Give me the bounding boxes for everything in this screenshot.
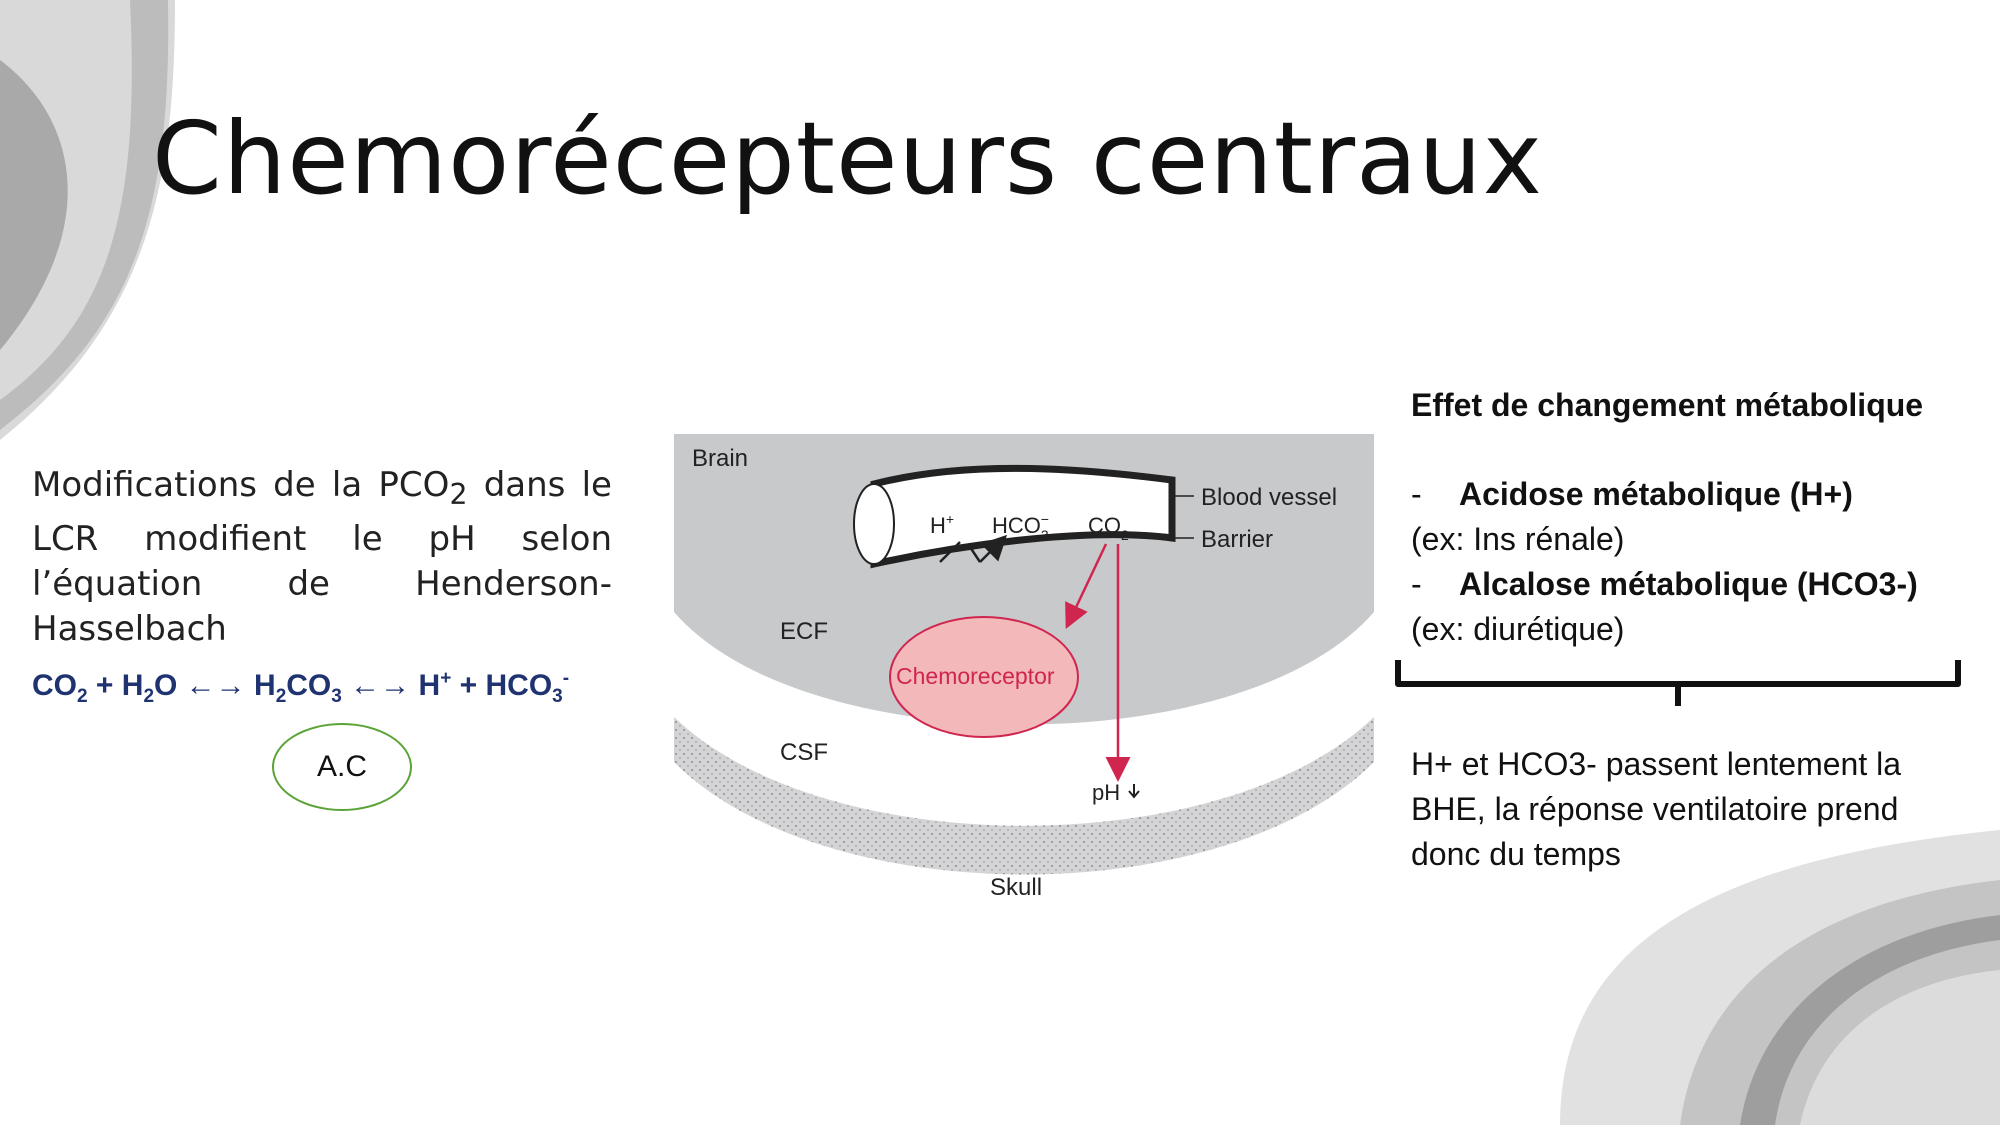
eq-sub: 2	[143, 686, 155, 707]
brain-region	[674, 434, 1374, 725]
explanation-text-rest: dans le LCR modifient le pH selon l’équa…	[32, 465, 612, 649]
skull-texture	[674, 717, 1374, 875]
enzyme-label: A.C	[316, 750, 367, 783]
hco3-sup: −	[1041, 511, 1049, 527]
alkalosis-text: Alcalose métabolique (HCO3-)	[1459, 566, 1918, 602]
eq-plus-hco: + HCO	[451, 669, 553, 702]
carbonic-anhydrase-ellipse: A.C	[272, 723, 412, 811]
eq-arrow: ←→ H	[341, 669, 441, 702]
bullet-dash: -	[1411, 566, 1422, 602]
co2-to-chemoreceptor-arrow	[1065, 543, 1108, 630]
eq-arrow: O ←→ H	[154, 669, 276, 702]
bullet-alkalosis: - Alcalose métabolique (HCO3-)	[1411, 562, 1918, 607]
swoosh-top-left-inner	[0, 60, 68, 350]
acidosis-example: (ex: Ins rénale)	[1411, 521, 1625, 557]
bullet-dash: -	[1411, 476, 1422, 512]
eq-sub: 2	[275, 686, 287, 707]
bhe-conclusion: H+ et HCO3- passent lentement la BHE, la…	[1411, 746, 1902, 872]
barrier-label: Barrier	[1201, 526, 1273, 553]
ph-label: pH	[1092, 780, 1120, 805]
swoosh-top-left-band	[0, 0, 169, 430]
eq-sub: 2	[77, 686, 88, 707]
eq-co: CO	[286, 669, 332, 702]
henderson-equation: CO2 + H2O ←→ H2CO3 ←→ H+ + HCO3-	[32, 668, 569, 708]
eq-sub: 3	[552, 686, 563, 707]
co2-label: CO2	[1088, 513, 1129, 543]
explanation-text-part: Modifications de la PCO	[32, 465, 450, 505]
chemoreceptor-diagram: Brain ECF CSF Skull Blood vessel Barrier…	[674, 434, 1374, 901]
swoosh-bottom-right-inner	[1800, 970, 2000, 1125]
alkalosis-example: (ex: diurétique)	[1411, 611, 1625, 647]
acidosis-text: Acidose métabolique (H+)	[1459, 476, 1853, 512]
eq-sup: -	[562, 668, 570, 689]
co2-sub: 2	[1121, 527, 1129, 543]
csf-label: CSF	[780, 739, 828, 766]
hco3-sub: 3	[1041, 527, 1049, 543]
skull-label: Skull	[990, 874, 1042, 901]
blood-vessel-opening	[853, 483, 895, 565]
h-plus-sup: +	[946, 511, 954, 527]
blood-vessel-label: Blood vessel	[1201, 484, 1337, 511]
brain-label: Brain	[692, 445, 748, 472]
ph-down-arrow-icon	[1128, 784, 1140, 799]
metabolic-change-heading: Effet de changement métabolique	[1411, 387, 1924, 423]
eq-sup: +	[440, 668, 452, 689]
swoosh-bottom-right-band	[1740, 915, 2000, 1125]
eq-plus-h: + H	[87, 669, 144, 702]
slide-title: Chemorécepteurs centraux	[152, 100, 1543, 217]
hco3-label: HCO3−	[992, 511, 1049, 543]
ecf-label: ECF	[780, 618, 828, 645]
chemoreceptor-label: Chemoreceptor	[896, 663, 1055, 689]
explanation-subscript: 2	[449, 477, 468, 511]
curly-brace	[1395, 660, 1961, 706]
h-plus-label: H+	[930, 511, 954, 538]
bullet-acidosis: - Acidose métabolique (H+)	[1411, 472, 1853, 517]
chemoreceptor-cell	[889, 616, 1079, 738]
pco2-explanation: Modifications de la PCO2 dans le LCR mod…	[32, 463, 612, 652]
h-bicarbonate-arrows	[939, 542, 1000, 563]
eq-sub: 3	[331, 686, 342, 707]
eq-co: CO	[32, 669, 77, 702]
hco3-text: HCO	[992, 513, 1041, 538]
h-plus-text: H	[930, 513, 946, 538]
co2-text: CO	[1088, 513, 1121, 538]
